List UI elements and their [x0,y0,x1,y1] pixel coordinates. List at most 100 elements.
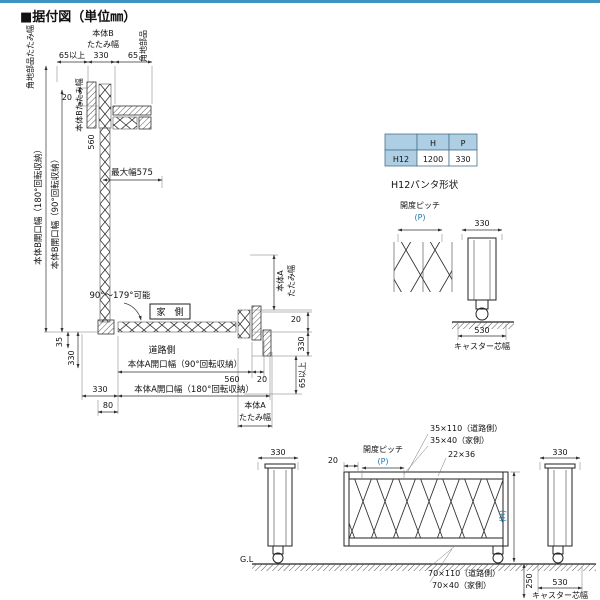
plan-house-side-box [149,303,191,320]
elev-ground-hatch [252,564,596,571]
elev-right-330: 330 [552,448,567,457]
elev-gate-bottom-rail [343,537,509,547]
label-bodyA2-1: 本体A [244,400,266,410]
dim-20-topleft: 20 [62,93,72,102]
elev-gate-left-frame [343,471,350,547]
elev-dim-250: 250 [525,573,534,588]
plan-corner-block [138,116,152,130]
panto-ground-hatch [452,322,514,329]
elev-right-caster-bracket [552,545,564,555]
label-bodyB-fold: 本体Bたたみ幅 [74,78,84,132]
plan-bodyB-folded-stack [98,83,112,129]
plan-corner-part [112,105,152,116]
elev-gate-caster-bracket [492,545,504,555]
table-p-value-cell [448,149,478,167]
label-open180-B: 本体B開口幅（180°回転収納） [33,145,44,265]
table-corner-cell [384,133,418,151]
elev-extension-lines [257,433,583,592]
dim-560-bottom: 560 [224,375,239,384]
elev-dim-530: 530 [552,578,567,587]
elev-right-post-lines [553,470,567,546]
plan-dimension-lines [44,60,310,428]
label-bodyB: 本体B [92,28,114,38]
elev-left-post [267,467,293,547]
dim-65min-right: 65以上 [298,362,307,388]
panto-post [467,237,497,301]
elev-height-h: (H) [498,510,507,522]
plan-bodyA-folded-stack [237,309,251,339]
pantograph-detail: H12パンタ形状 開度ピッチ (P) 330 530 キャスター芯幅 [391,179,514,351]
panto-caster-width-label: キャスター芯幅 [454,341,510,351]
panto-dimension-lines [397,228,507,338]
elev-pitch-p: (P) [377,457,388,466]
elev-left-post-cap [264,463,296,469]
table-p-value: 330 [455,155,470,164]
label-open180-A: 本体A開口幅（180°回転収納） [134,384,254,395]
elev-right-post [547,467,573,547]
table-row-header: H12 [393,155,409,164]
plan-corner-joint [97,319,115,335]
label-open90-A: 本体A開口幅（90°回転収納） [128,359,242,370]
label-rotation-range: 90°～179°可能 [89,290,151,301]
elev-gate-caster-wheel [492,552,504,564]
panto-pitch-label: 開度ピッチ [400,200,440,210]
label-max-width: 最大幅575 [111,167,153,178]
panto-post-lines [473,240,491,300]
elev-left-caster-wheel [272,552,284,564]
label-open90-B: 本体B開口幅（90°回転収納） [50,155,61,269]
panto-dim-330: 330 [474,219,489,228]
panto-lattice-bars [393,242,453,292]
elev-gate-right-frame [502,471,509,547]
label-house-side: 家 側 [156,306,183,318]
elev-dimension-lines [257,456,583,599]
elev-bottom-house-label: 70×40（家側） [432,580,491,590]
elev-rail-road-label: 35×110（道路側） [430,423,502,433]
panto-title: H12パンタ形状 [391,179,459,191]
plan-extension-lines [44,66,312,428]
elev-pitch-label: 開度ピッチ [363,444,403,454]
dim-20-bottom: 20 [257,375,267,384]
table-header-p: P [461,139,466,148]
panto-dim-530: 530 [474,326,489,335]
elev-left-330: 330 [270,448,285,457]
elev-left-post-lines [273,470,287,546]
dim-330-left: 330 [67,350,76,365]
table-h-value: 1200 [423,155,443,164]
label-bodyA-1: 本体A [275,270,285,292]
elevation-view: 330 330 20 開度ピッチ (P) 35×110（道路側） 35×40（家… [240,423,596,600]
dim-330-top: 330 [93,51,108,60]
elev-dim-20: 20 [328,456,338,465]
elev-gl-label: G.L [240,555,254,564]
dim-330-bottom: 330 [92,385,107,394]
elev-rail-size-label: 22×36 [448,450,475,459]
elev-rail-house-label: 35×40（家側） [430,435,489,445]
dim-65-corner: 65 [128,51,138,60]
label-corner-fold-width: 角地部品たたみ幅 [25,25,35,89]
panto-caster-bracket [475,299,489,310]
panto-caster-wheel [475,307,489,321]
dim-330-right: 330 [297,336,306,351]
label-bodyB-foldwidth: たたみ幅 [87,39,119,49]
elev-gate-lattice [349,479,503,538]
elev-gate-top-rail [343,471,509,480]
label-bodyA-2: たたみ幅 [286,265,296,297]
dim-80: 80 [103,401,113,410]
label-road-side: 道路側 [148,344,175,356]
dim-560-left: 560 [87,134,96,149]
elev-right-caster-wheel [552,552,564,564]
elev-caster-width-label: キャスター芯幅 [532,590,588,600]
page-top-accent-bar [0,0,600,3]
plan-corner-folded-gate [112,116,138,130]
label-bodyA2-2: たたみ幅 [239,412,271,422]
spec-table: H P H12 1200 330 [384,133,478,167]
table-header-h: H [430,139,436,148]
plan-post-top [86,81,97,129]
dim-65min-top: 65以上 [59,51,85,60]
plan-view: 角地部品たたみ幅 65以上 330 本体B たたみ幅 角地部品 65 20 本体… [25,25,312,428]
label-corner-part: 角地部品 [138,30,148,62]
elev-bottom-road-label: 70×110（道路側） [428,568,500,578]
plan-post-right [251,305,262,341]
elev-right-post-cap [544,463,576,469]
panto-pitch-p: (P) [414,213,425,222]
elev-left-caster-bracket [272,545,284,555]
